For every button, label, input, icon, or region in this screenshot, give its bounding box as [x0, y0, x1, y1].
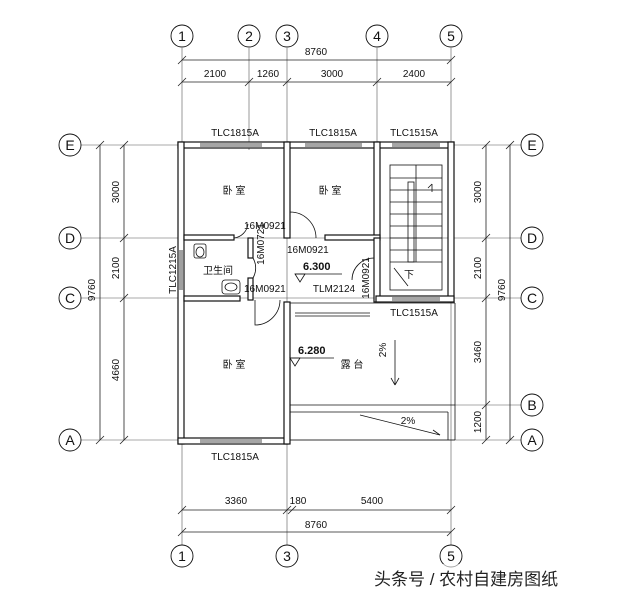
axis-top-3: 3 — [283, 28, 291, 44]
window-marks — [179, 143, 440, 443]
top-dimensions: 8760 2100 1260 3000 2400 — [177, 47, 456, 87]
slope-2: 2% — [401, 416, 416, 427]
bathroom-fixtures — [193, 243, 241, 295]
axis-top-1: 1 — [178, 28, 186, 44]
room-terrace: 露 台 — [341, 358, 364, 371]
window-label-3: TLC1515A — [390, 128, 438, 139]
axis-left-c: C — [65, 290, 75, 306]
axis-bubbles-top: 1 2 3 4 5 — [170, 24, 463, 48]
dim-top-seg-2: 1260 — [257, 69, 280, 80]
door-labels: 16M0921 16M0721 16M0921 16M0921 16M0921 — [244, 221, 372, 299]
dim-left-seg-2: 2100 — [111, 256, 122, 279]
door-label-4: 16M0921 — [244, 284, 286, 295]
stairs: 下 — [389, 164, 443, 291]
window-label-6: TLC1815A — [211, 452, 259, 463]
door-label-1: 16M0921 — [244, 221, 286, 232]
dim-top-total: 8760 — [305, 47, 328, 58]
axis-left-a: A — [65, 432, 75, 448]
bottom-dimensions: 3360 180 5400 8760 — [177, 496, 456, 537]
axis-bubbles-bottom: 1 3 5 — [170, 544, 463, 568]
dim-right-seg-1: 3000 — [473, 180, 484, 203]
walls — [177, 141, 455, 445]
axis-top-4: 4 — [373, 28, 381, 44]
window-label-1: TLC1815A — [211, 128, 259, 139]
dim-left-seg-1: 3000 — [111, 180, 122, 203]
dim-left-seg-3: 4660 — [111, 358, 122, 381]
room-bedroom-1: 卧 室 — [223, 184, 246, 197]
door-swings — [233, 211, 375, 326]
axis-right-c: C — [527, 290, 537, 306]
dim-bottom-seg-3: 5400 — [361, 496, 384, 507]
window-label-4: TLC1215A — [168, 246, 179, 294]
watermark-text: 头条号 / 农村自建房图纸 — [374, 570, 558, 589]
dim-top-seg-4: 2400 — [403, 69, 426, 80]
axis-bottom-1: 1 — [178, 548, 186, 564]
watermark: 头条号 / 农村自建房图纸 — [370, 564, 632, 590]
dim-right-seg-3: 3460 — [473, 340, 484, 363]
door-label-5: 16M0921 — [361, 257, 372, 299]
dim-bottom-seg-2: 180 — [290, 496, 307, 507]
axis-left-e: E — [65, 137, 74, 153]
door-label-2: 16M0721 — [256, 223, 267, 265]
axis-bubbles-left: E D C A — [58, 133, 82, 452]
axis-right-e: E — [527, 137, 536, 153]
slope-1: 2% — [378, 343, 389, 358]
dim-top-seg-3: 3000 — [321, 69, 344, 80]
dim-right-total: 9760 — [497, 278, 508, 301]
room-bathroom: 卫生间 — [203, 264, 233, 277]
axis-left-d: D — [65, 230, 75, 246]
room-bedroom-3: 卧 室 — [223, 358, 246, 371]
room-bedroom-2: 卧 室 — [319, 184, 342, 197]
window-label-7: TLM2124 — [313, 284, 356, 295]
window-label-2: TLC1815A — [309, 128, 357, 139]
axis-top-2: 2 — [245, 28, 253, 44]
slope-labels: 2% 2% — [378, 343, 415, 427]
level-terrace: 6.280 — [298, 345, 326, 357]
left-dimensions: 3000 2100 4660 9760 — [87, 140, 129, 445]
level-marks: 6.300 6.280 — [289, 261, 342, 367]
axis-right-d: D — [527, 230, 537, 246]
axis-bubbles-right: E D C B A — [520, 133, 544, 452]
stair-down-label: 下 — [404, 270, 414, 281]
dim-top-seg-1: 2100 — [204, 69, 227, 80]
window-label-5: TLC1515A — [390, 308, 438, 319]
axis-right-a: A — [527, 432, 537, 448]
door-label-3: 16M0921 — [287, 245, 329, 256]
terrace — [290, 302, 456, 441]
window-labels: TLC1815A TLC1815A TLC1515A TLC1215A TLC1… — [168, 128, 438, 463]
axis-right-b: B — [527, 397, 536, 413]
axis-bottom-5: 5 — [447, 548, 455, 564]
level-hall: 6.300 — [303, 261, 331, 273]
grid-lines — [80, 48, 535, 560]
dim-right-seg-2: 2100 — [473, 256, 484, 279]
dim-bottom-seg-1: 3360 — [225, 496, 248, 507]
dim-bottom-total: 8760 — [305, 520, 328, 531]
axis-bottom-3: 3 — [283, 548, 291, 564]
room-labels: 卧 室 卧 室 卧 室 卫生间 露 台 — [203, 184, 363, 371]
dim-left-total: 9760 — [87, 278, 98, 301]
right-dimensions: 3000 2100 3460 1200 9760 — [473, 140, 515, 445]
dim-right-seg-4: 1200 — [473, 410, 484, 433]
axis-top-5: 5 — [447, 28, 455, 44]
